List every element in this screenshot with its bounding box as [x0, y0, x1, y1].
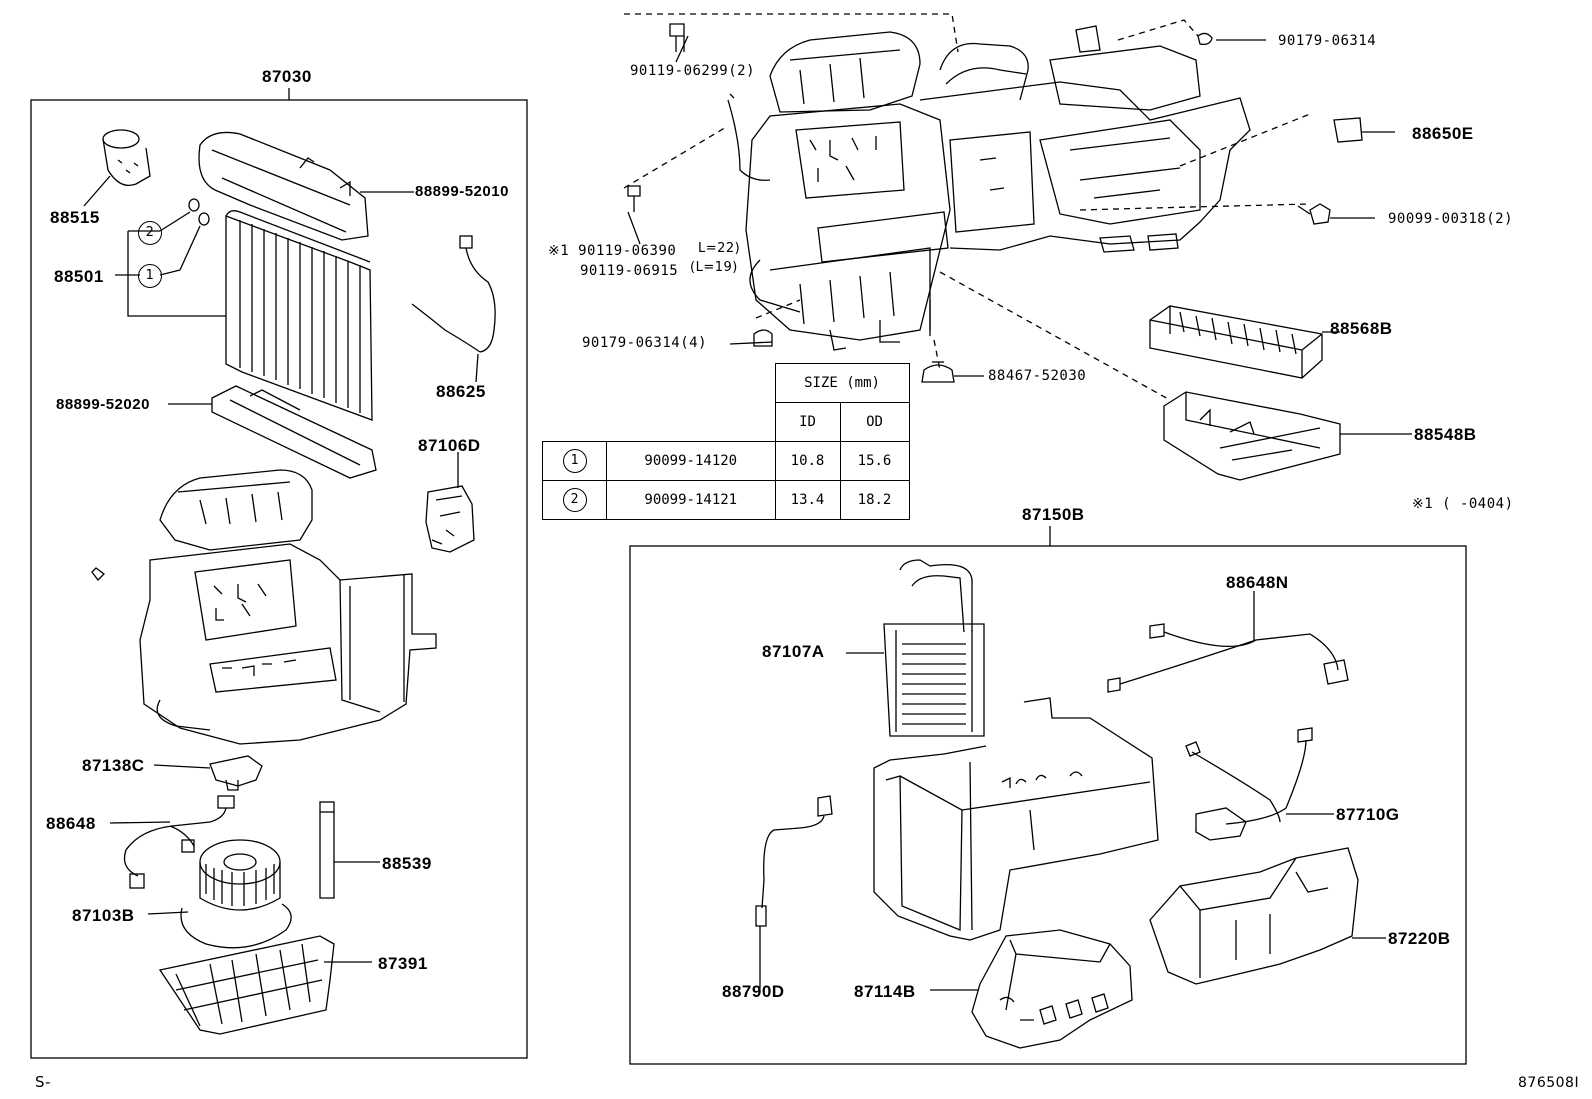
part-87391-label: 87391 — [378, 954, 428, 973]
part-88568b-label: 88568B — [1330, 319, 1393, 338]
part-87103b-label: 87103B — [72, 906, 135, 925]
size-col-od: OD — [839, 402, 910, 442]
row-part: 90099-14121 — [606, 480, 776, 520]
part-88501-label: 88501 — [54, 267, 104, 286]
part-90099-00318-label: 90099-00318(2) — [1388, 211, 1514, 227]
evaporator-88501-drawing — [225, 210, 373, 421]
part-88790d-label: 88790D — [722, 982, 785, 1001]
duct-87114b-drawing — [930, 929, 1133, 1049]
part-87138c-label: 87138C — [82, 756, 145, 775]
part-90179-06314-4-label: 90179-06314(4) — [582, 335, 708, 351]
part-88648n-label: 88648N — [1226, 573, 1289, 592]
note-label: ※1 ( -0404) — [1412, 496, 1514, 512]
part-87114b-label: 87114B — [854, 982, 916, 1001]
part-87107a-label: 87107A — [762, 642, 825, 661]
assembly-87030-label: 87030 — [262, 67, 312, 86]
length-22-label: L=22) — [698, 241, 741, 256]
thermistor-88625-drawing — [411, 235, 496, 383]
part-88515-label: 88515 — [50, 208, 100, 227]
cover-88899-52010-drawing — [198, 131, 414, 241]
part-88548b-label: 88548B — [1414, 425, 1477, 444]
row-id: 10.8 — [774, 441, 841, 481]
servo-87106d-drawing — [425, 452, 475, 553]
heater-case-87150b-drawing — [873, 697, 1159, 941]
size-header: SIZE (mm) — [774, 363, 910, 403]
part-88539-label: 88539 — [382, 854, 432, 873]
blower-motor-87103b-drawing — [147, 839, 292, 949]
length-19-label: (L=19) — [690, 260, 738, 275]
assembly-87150b-label: 87150B — [1022, 505, 1085, 524]
size-table: SIZE (mm) ID OD 1 90099-14120 10.8 15.6 … — [542, 363, 910, 520]
part-87710g-label: 87710G — [1336, 805, 1400, 824]
lower-case-87391-drawing — [158, 935, 372, 1035]
size-col-id: ID — [774, 402, 841, 442]
part-90179-06314-label: 90179-06314 — [1278, 33, 1377, 49]
row-od: 15.6 — [839, 441, 910, 481]
duct-87220b-drawing — [1149, 847, 1386, 985]
resistor-87138c-drawing — [153, 755, 263, 791]
part-88899-52020-label: 88899-52020 — [56, 396, 150, 413]
assembly-frame-87030 — [30, 99, 528, 1059]
row-id: 13.4 — [774, 480, 841, 520]
part-88467-52030-label: 88467-52030 — [988, 368, 1087, 384]
part-88648-label: 88648 — [46, 814, 96, 833]
assembly-frame-87150b — [629, 545, 1467, 1065]
part-88650e-label: 88650E — [1412, 124, 1474, 143]
callout-2: 2 — [138, 221, 162, 245]
callout-1: 1 — [138, 264, 162, 288]
seal-88899-52020-drawing — [168, 385, 377, 479]
ac-unit-assembly-drawing — [745, 25, 1251, 351]
row-od: 18.2 — [839, 480, 910, 520]
servo-87710g-drawing — [1185, 727, 1334, 841]
part-88625-label: 88625 — [436, 382, 486, 401]
part-87220b-label: 87220B — [1388, 929, 1451, 948]
heater-core-87107a-drawing — [846, 559, 985, 737]
filter-88568b-drawing — [1149, 305, 1340, 379]
table-row: 1 90099-14120 10.8 15.6 — [542, 441, 910, 481]
part-90119-06390-label: ※1 90119-06390 — [548, 243, 677, 259]
footer-right: 876508I — [1518, 1075, 1580, 1091]
shaft-88539-drawing — [319, 801, 380, 899]
row-mark: 1 — [562, 449, 587, 473]
table-row: 2 90099-14121 13.4 18.2 — [542, 480, 910, 520]
footer-left: S- — [35, 1073, 51, 1091]
sensor-88515-drawing — [83, 129, 151, 207]
harness-88648-drawing — [109, 795, 235, 889]
harness-88648n-drawing — [1107, 591, 1349, 693]
sensor-88790d-drawing — [755, 795, 833, 988]
row-mark: 2 — [562, 488, 587, 512]
part-90119-06915-label: 90119-06915 — [580, 263, 679, 279]
part-87106d-label: 87106D — [418, 436, 481, 455]
part-88899-52010-label: 88899-52010 — [415, 183, 509, 200]
case-87030-drawing — [139, 469, 437, 745]
dashed-leader-lines — [623, 13, 1311, 401]
filter-case-88548b-drawing — [1163, 391, 1412, 481]
row-part: 90099-14120 — [606, 441, 776, 481]
part-90119-06299-label: 90119-06299(2) — [630, 63, 756, 79]
